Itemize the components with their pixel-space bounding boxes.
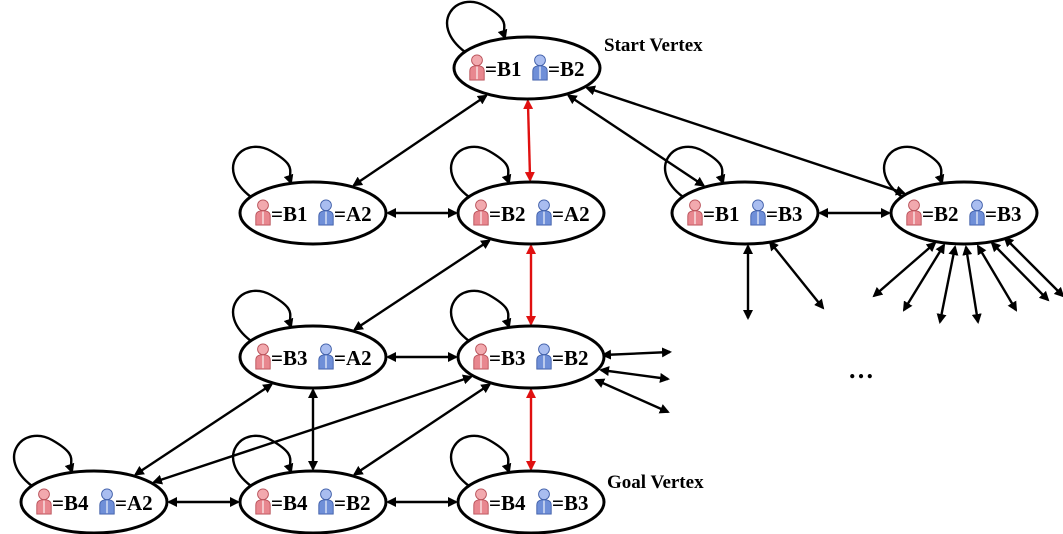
red-person-icon	[473, 199, 489, 226]
red-person-icon	[473, 343, 489, 370]
red-person-icon	[473, 488, 489, 515]
blue-person-icon	[318, 488, 334, 515]
outgoing-edge-stub	[768, 240, 825, 310]
self-loop-n8	[12, 434, 75, 487]
self-loop-n3	[449, 145, 512, 198]
self-loop-n10	[449, 434, 512, 487]
self-loops-layer	[12, 0, 945, 487]
blue-person-icon	[318, 199, 334, 226]
blue-person-icon	[318, 343, 334, 370]
red-robot-location: =B1	[703, 202, 739, 226]
self-loop-n9	[231, 434, 294, 487]
nodes-layer: =B1=B2=B1=A2=B2=A2=B1=B3=B2=B3=B3=A2=B3=…	[19, 35, 1039, 534]
red-person-icon	[36, 488, 52, 515]
vertex-n3: =B2 =A2	[456, 180, 606, 246]
vertex-ellipse	[456, 324, 606, 390]
vertex-ellipse	[19, 469, 169, 534]
blue-person-icon	[536, 199, 552, 226]
vertex-n2: =B1 =A2	[238, 180, 388, 246]
blue-robot-location: =B2	[548, 57, 584, 81]
blue-robot-location: =B3	[985, 202, 1021, 226]
vertex-ellipse	[238, 180, 388, 246]
red-robot-location: =B3	[271, 346, 307, 370]
edge-n1-n3-path	[523, 99, 535, 182]
red-person-icon	[469, 54, 485, 81]
self-loop-n1	[445, 0, 508, 53]
self-loop-n5	[882, 145, 945, 198]
blue-robot-location: =A2	[334, 202, 372, 226]
vertex-n5: =B2 =B3	[889, 180, 1039, 246]
ellipsis-more: …	[848, 355, 878, 384]
blue-robot-location: =A2	[552, 202, 590, 226]
edge-n1-n5	[585, 85, 906, 196]
blue-robot-location: =B2	[334, 491, 370, 515]
edges-layer	[133, 85, 906, 507]
goal-vertex-label: Goal Vertex	[607, 472, 704, 493]
outgoing-edge-stub	[902, 243, 946, 312]
vertex-n10: =B4 =B3	[456, 469, 606, 534]
blue-person-icon	[750, 199, 766, 226]
vertex-ellipse	[670, 180, 820, 246]
outgoing-edge-stub	[976, 244, 1018, 312]
outgoing-edge-stub	[594, 378, 670, 414]
vertex-n7: =B3 =B2	[456, 324, 606, 390]
red-robot-location: =B4	[52, 491, 89, 515]
red-robot-location: =B2	[489, 202, 525, 226]
red-robot-location: =B3	[489, 346, 525, 370]
outgoing-stub-edges	[594, 236, 1063, 414]
outgoing-edge-stub	[601, 347, 672, 360]
red-robot-location: =B4	[271, 491, 308, 515]
vertex-n9: =B4 =B2	[238, 469, 388, 534]
red-robot-location: =B1	[485, 57, 521, 81]
vertex-n6: =B3 =A2	[238, 324, 388, 390]
blue-person-icon	[536, 343, 552, 370]
red-person-icon	[255, 199, 271, 226]
blue-person-icon	[536, 488, 552, 515]
outgoing-edge-stub	[872, 241, 937, 298]
vertex-ellipse	[452, 35, 602, 101]
vertex-ellipse	[456, 180, 606, 246]
blue-robot-location: =B3	[766, 202, 802, 226]
start-vertex-label: Start Vertex	[604, 35, 703, 56]
blue-robot-location: =B2	[552, 346, 588, 370]
edge-n6-n8	[133, 383, 274, 476]
red-person-icon	[906, 199, 922, 226]
self-loop-n4	[663, 145, 726, 198]
vertex-n8: =B4 =A2	[19, 469, 169, 534]
self-loop-n2	[231, 145, 294, 198]
outgoing-edge-stub	[936, 245, 959, 324]
self-loop-n6	[231, 289, 294, 342]
blue-person-icon	[532, 54, 548, 81]
edge-n7-n9	[352, 383, 492, 476]
blue-person-icon	[99, 488, 115, 515]
red-person-icon	[255, 488, 271, 515]
blue-robot-location: =A2	[334, 346, 372, 370]
self-loop-n7	[449, 289, 512, 342]
red-person-icon	[255, 343, 271, 370]
vertex-n1: =B1 =B2	[452, 35, 602, 101]
blue-robot-location: =B3	[552, 491, 588, 515]
vertex-ellipse	[889, 180, 1039, 246]
vertex-ellipse	[456, 469, 606, 534]
edge-n1-n4	[566, 94, 706, 187]
red-person-icon	[687, 199, 703, 226]
edge-n3-n6	[352, 239, 492, 331]
edge-n1-n2	[352, 94, 488, 187]
red-robot-location: =B2	[922, 202, 958, 226]
outgoing-edge-stub	[599, 366, 670, 383]
outgoing-edge-stub	[962, 245, 982, 324]
vertex-n4: =B1 =B3	[670, 180, 820, 246]
vertex-ellipse	[238, 324, 388, 390]
outgoing-edge-stub	[1003, 236, 1063, 298]
blue-person-icon	[969, 199, 985, 226]
vertex-ellipse	[238, 469, 388, 534]
red-robot-location: =B1	[271, 202, 307, 226]
blue-robot-location: =A2	[115, 491, 153, 515]
red-robot-location: =B4	[489, 491, 526, 515]
